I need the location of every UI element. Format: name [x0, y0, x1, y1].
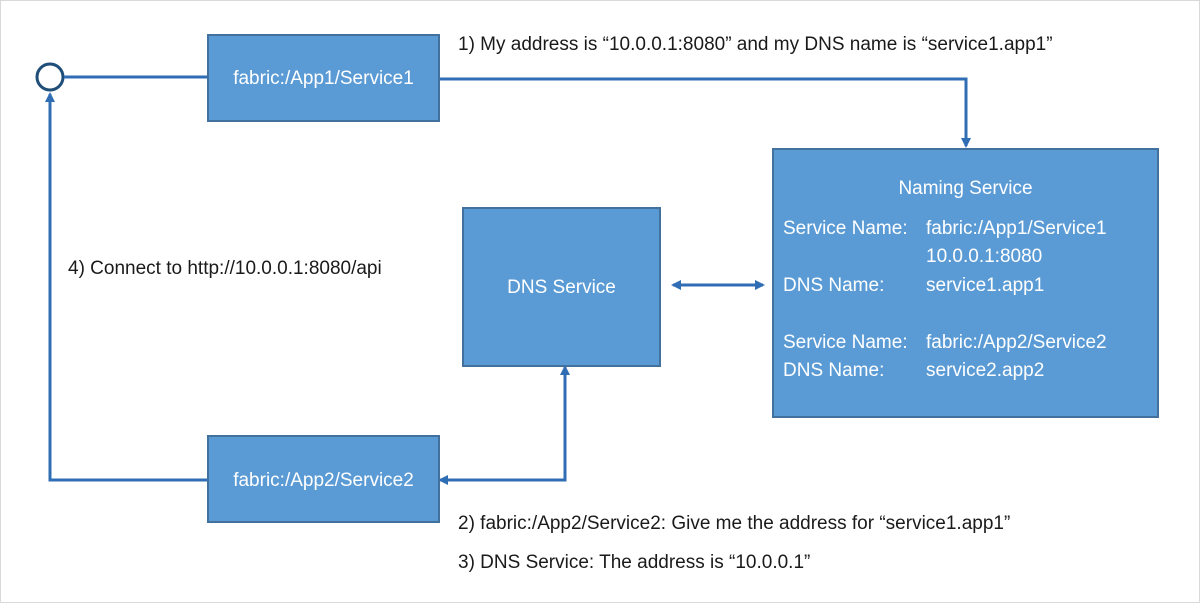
naming-entry-1-dns-key: DNS Name: — [783, 275, 885, 296]
naming-entry-2-service-key: Service Name: — [783, 332, 908, 353]
naming-entry-1-dns-name: service1.app1 — [926, 275, 1045, 296]
dns-service-node: DNS Service — [462, 207, 661, 367]
naming-entry-2-service-name: fabric:/App2/Service2 — [926, 332, 1107, 353]
dns-service-label: DNS Service — [507, 277, 616, 298]
service2-node: fabric:/App2/Service2 — [207, 435, 440, 523]
client-endpoint — [35, 62, 65, 92]
naming-service-node: Naming Service Service Name: fabric:/App… — [772, 148, 1159, 418]
step-4-caption: 4) Connect to http://10.0.0.1:8080/api — [68, 258, 382, 279]
connector-service2-dns — [438, 365, 570, 485]
step-1-caption: 1) My address is “10.0.0.1:8080” and my … — [458, 34, 1053, 55]
naming-service-title: Naming Service — [898, 178, 1033, 199]
naming-entry-1-service-key: Service Name: — [783, 218, 908, 239]
naming-entry-1-service-name: fabric:/App1/Service1 — [926, 218, 1107, 239]
service2-label: fabric:/App2/Service2 — [233, 470, 414, 491]
step-2-caption: 2) fabric:/App2/Service2: Give me the ad… — [458, 513, 1011, 534]
connector-service1-to-naming — [440, 77, 971, 148]
service1-label: fabric:/App1/Service1 — [233, 68, 414, 89]
naming-entry-1-address: 10.0.0.1:8080 — [926, 246, 1043, 267]
connector-service2-to-client — [45, 92, 209, 482]
naming-entry-2-dns-key: DNS Name: — [783, 360, 885, 381]
naming-entry-2-dns-name: service2.app2 — [926, 360, 1045, 381]
service1-node: fabric:/App1/Service1 — [207, 34, 440, 122]
step-3-caption: 3) DNS Service: The address is “10.0.0.1… — [458, 552, 811, 573]
